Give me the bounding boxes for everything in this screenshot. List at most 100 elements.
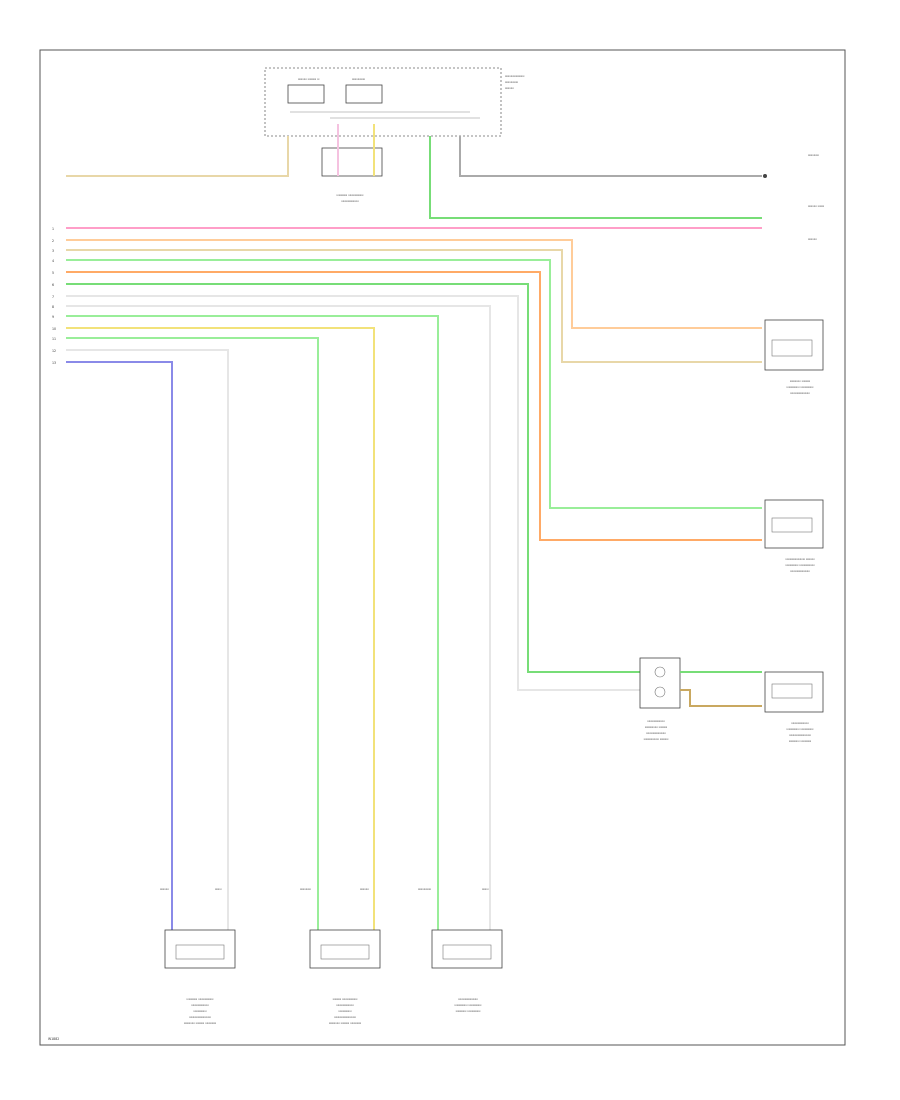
passenger-seat-sensor-label-3: ▫▫▫▫▫▫▫▫▫ xyxy=(790,569,809,573)
bottom-sensor-3-wire-label: ▫▫▫▫▫▫ xyxy=(418,887,431,891)
bottom-sensor-1: ▫▫▫▫ ▫▫▫ ▫▫▫▫▫ ▫▫▫▫▫▫▫ ▫▫▫▫▫▫▫▫ ▫▫▫▫▫▫ ▫… xyxy=(160,887,236,1025)
wire-white-front xyxy=(66,349,229,930)
pin-label: 10 xyxy=(52,327,56,331)
wire-orange-rear-sensor xyxy=(66,239,762,329)
wire-white-child-seat xyxy=(66,295,640,691)
bottom-sensor-1-inner xyxy=(175,944,225,960)
pin-label: 3 xyxy=(52,249,54,253)
bottom-sensor-3-label: ▫▫▫▫▫▫▫▫▫ xyxy=(458,997,477,1001)
wire-tan-left xyxy=(66,136,289,177)
child-seat-indicator-2 xyxy=(654,686,666,698)
bottom-sensor-2-inner xyxy=(320,944,370,960)
bottom-sensor-2-wire-label: ▫▫▫▫▫ xyxy=(300,887,311,891)
pin-label: 6 xyxy=(52,283,54,287)
bottom-sensor-3-inner xyxy=(442,944,492,960)
wire-tan-rear-sensor xyxy=(66,249,762,363)
bottom-sensor-3-label-2: ▫▫▫▫▫▫ ▫▫▫▫▫▫ xyxy=(455,1003,482,1007)
top-module-label-1: ▫▫▫▫ ▫▫▫▫ ▫ xyxy=(298,77,319,81)
rear-seat-sensor-label-3: ▫▫▫▫▫▫▫▫▫ xyxy=(790,391,809,395)
child-seat-module-label-3: ▫▫▫▫▫▫▫▫▫ xyxy=(646,731,665,735)
pin-label: 5 xyxy=(52,271,54,275)
pin-label: 1 xyxy=(52,227,54,231)
passenger-seat-sensor-label-2: ▫▫▫▫▫▫ ▫▫▫▫▫▫▫ xyxy=(785,563,814,567)
wire-green-right-sensor xyxy=(66,315,439,930)
child-seat-sensor-inner xyxy=(771,683,813,699)
ground-node xyxy=(763,174,767,178)
passenger-seat-sensor: ▫▫▫▫▫▫▫▫▫ ▫▫▫▫ ▫▫▫▫▫▫ ▫▫▫▫▫▫▫ ▫▫▫▫▫▫▫▫▫ xyxy=(764,499,824,573)
top-module: ▫▫▫▫ ▫▫▫▫ ▫ ▫▫▫▫▫▫ ▫▫▫▫▫▫▫▫▫ ▫▫▫▫▫▫ ▫▫▫▫ xyxy=(264,67,524,137)
rear-seat-sensor-label: ▫▫▫▫▫ ▫▫▫▫ xyxy=(790,379,810,383)
bottom-sensor-3-wire-label-2: ▫▫▫ xyxy=(482,887,488,891)
wire-yellow-left xyxy=(66,327,375,930)
child-seat-sensor-label: ▫▫▫▫▫▫▫▫ xyxy=(791,721,808,725)
top-module-label-2: ▫▫▫▫▫▫ xyxy=(352,77,365,81)
lower-connector-label-2: ▫▫▫▫▫▫▫▫ xyxy=(341,199,358,203)
right-node-label: ▫▫▫▫ ▫▫▫ xyxy=(808,204,824,208)
top-module-fuse-right xyxy=(345,84,383,104)
lower-connector: ▫▫▫▫▫ ▫▫▫▫▫▫▫ ▫▫▫▫▫▫▫▫ xyxy=(321,147,383,203)
pin-label: 9 xyxy=(52,315,54,319)
bottom-sensor-2-wire-label-2: ▫▫▫▫ xyxy=(360,887,369,891)
top-module-title-2: ▫▫▫▫▫▫ xyxy=(505,80,518,84)
rear-seat-sensor-inner xyxy=(771,339,813,357)
lower-connector-box xyxy=(321,147,383,177)
child-seat-sensor-label-3: ▫▫▫▫▫▫▫▫▫▫ xyxy=(789,733,811,737)
pin-label: 11 xyxy=(52,337,56,341)
pin-label: 7 xyxy=(52,295,54,299)
bottom-sensor-2-box xyxy=(309,929,381,969)
harness xyxy=(66,227,762,930)
bottom-sensor-1-label-2: ▫▫▫▫▫▫▫▫ xyxy=(191,1003,208,1007)
rear-seat-sensor: ▫▫▫▫▫ ▫▫▫▫ ▫▫▫▫▫▫ ▫▫▫▫▫▫ ▫▫▫▫▫▫▫▫▫ xyxy=(764,319,824,395)
bottom-sensor-1-label-5: ▫▫▫▫▫ ▫▫▫▫ ▫▫▫▫▫ xyxy=(184,1021,216,1025)
child-seat-sensor: ▫▫▫▫▫▫▫▫ ▫▫▫▫▫▫ ▫▫▫▫▫▫ ▫▫▫▫▫▫▫▫▫▫ ▫▫▫▫▫ … xyxy=(764,671,824,743)
passenger-seat-sensor-label: ▫▫▫▫▫▫▫▫▫ ▫▫▫▫ xyxy=(785,557,814,561)
right-node-code: ▫▫▫▫ xyxy=(808,237,817,241)
rear-seat-sensor-label-2: ▫▫▫▫▫▫ ▫▫▫▫▫▫ xyxy=(787,385,814,389)
top-wires: ▫▫▫▫▫ ▫▫▫▫ ▫▫▫ ▫▫▫▫ xyxy=(66,124,824,241)
top-module-fuse-left xyxy=(287,84,325,104)
bottom-sensor-2-label-2: ▫▫▫▫▫▫▫▫ xyxy=(336,1003,353,1007)
bottom-sensor-1-label: ▫▫▫▫▫ ▫▫▫▫▫▫▫ xyxy=(187,997,214,1001)
bottom-sensor-2-label-3: ▫▫▫▫▫▫ xyxy=(339,1009,352,1013)
child-seat-sensor-label-4: ▫▫▫▫▫ ▫▫▫▫▫ xyxy=(789,739,812,743)
bottom-sensor-3-box xyxy=(431,929,503,969)
bottom-sensor-1-label-3: ▫▫▫▫▫▫ xyxy=(194,1009,207,1013)
wire-orange-passenger xyxy=(66,271,762,541)
bottom-sensor-2-label-5: ▫▫▫▫▫ ▫▫▫▫ ▫▫▫▫▫ xyxy=(329,1021,361,1025)
wire-green-passenger xyxy=(66,259,762,509)
child-seat-module: ▫▫▫▫▫▫▫▫ ▫▫▫▫▫▫ ▫▫▫▫ ▫▫▫▫▫▫▫▫▫ ▫▫▫▫▫▫▫ ▫… xyxy=(639,657,762,741)
wire-green-right xyxy=(429,136,762,219)
child-seat-sensor-box xyxy=(764,671,824,713)
wire-white-right-sensor xyxy=(66,305,491,930)
child-seat-module-label-4: ▫▫▫▫▫▫▫ ▫▫▫▫ xyxy=(644,737,669,741)
pin-label: 2 xyxy=(52,239,54,243)
pin-label: 4 xyxy=(52,259,54,263)
footer-code: W1882 xyxy=(48,1037,59,1041)
bottom-sensor-1-box xyxy=(164,929,236,969)
top-module-box xyxy=(264,67,502,137)
pin-label: 8 xyxy=(52,305,54,309)
passenger-seat-sensor-box xyxy=(764,499,824,549)
bottom-sensor-1-label-4: ▫▫▫▫▫▫▫▫▫▫ xyxy=(189,1015,211,1019)
bottom-sensor-1-wire-label-2: ▫▫▫ xyxy=(215,887,221,891)
rear-seat-sensor-box xyxy=(764,319,824,371)
wire-green-middle xyxy=(66,337,319,930)
child-seat-module-label: ▫▫▫▫▫▫▫▫ xyxy=(647,719,664,723)
pin-label: 13 xyxy=(52,361,56,365)
lower-connector-label: ▫▫▫▫▫ ▫▫▫▫▫▫▫ xyxy=(337,193,364,197)
bottom-sensor-2-label: ▫▫▫▫ ▫▫▫▫▫▫▫ xyxy=(333,997,358,1001)
bottom-sensor-3: ▫▫▫▫▫▫ ▫▫▫ ▫▫▫▫▫▫▫▫▫ ▫▫▫▫▫▫ ▫▫▫▫▫▫ ▫▫▫▫▫… xyxy=(418,887,503,1013)
top-module-title: ▫▫▫▫▫▫▫▫▫ xyxy=(505,74,524,78)
passenger-seat-sensor-inner xyxy=(771,517,813,533)
left-pin-labels: 1 2 3 4 5 6 7 8 9 10 11 12 13 xyxy=(52,227,56,365)
child-seat-module-box xyxy=(639,657,681,709)
ground-label: ▫▫▫▫▫ xyxy=(808,153,819,157)
bottom-sensor-1-wire-label: ▫▫▫▫ xyxy=(160,887,169,891)
wire-green-child-seat xyxy=(66,283,640,673)
bottom-sensor-2-label-4: ▫▫▫▫▫▫▫▫▫▫ xyxy=(334,1015,356,1019)
child-seat-indicator-1 xyxy=(654,666,666,678)
wire-gray-right xyxy=(459,136,762,177)
bottom-sensor-2: ▫▫▫▫▫ ▫▫▫▫ ▫▫▫▫ ▫▫▫▫▫▫▫ ▫▫▫▫▫▫▫▫ ▫▫▫▫▫▫ … xyxy=(300,887,381,1025)
bottom-sensor-3-label-3: ▫▫▫▫▫ ▫▫▫▫▫▫ xyxy=(456,1009,481,1013)
